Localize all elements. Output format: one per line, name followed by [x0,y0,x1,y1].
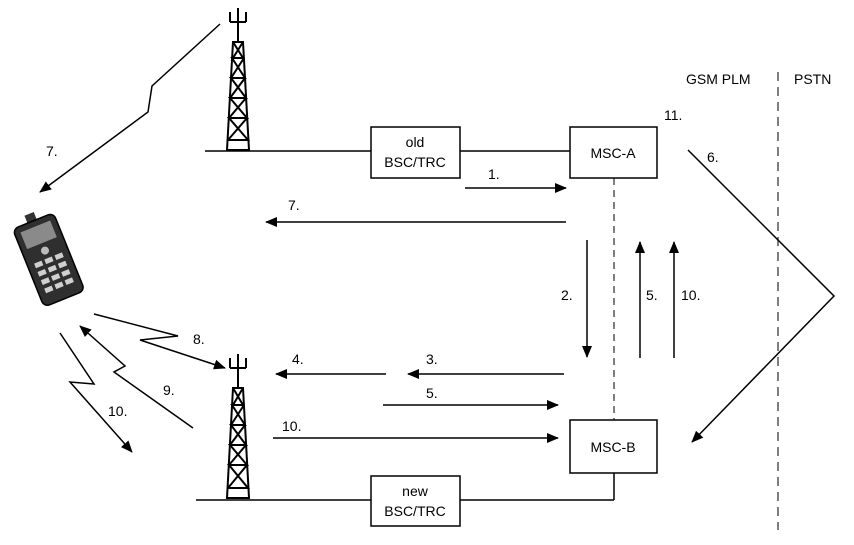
step-label-11: 11. [664,107,682,123]
mobile-phone-icon [13,211,84,306]
step-label-10: 10. [282,418,301,434]
old-bsc-label: old [406,134,425,150]
step-label-6: 6. [707,149,719,165]
radio-arrow-9 [79,325,194,429]
step-label-5: 5. [646,287,658,303]
step-label-4: 4. [292,351,304,367]
antenna-tower-icon [225,8,251,151]
old-bsc-label: BSC/TRC [384,154,445,170]
radio-arrow-10 [59,332,133,453]
step-label-1: 1. [488,166,500,182]
msc-b-label: MSC-B [590,439,635,455]
step-label-7: 7. [288,197,300,213]
arrow-step-6 [687,149,836,443]
step-label-8: 8. [193,331,205,347]
old-bsc-box [370,126,461,179]
antenna-tower-icon [225,354,251,499]
radio-arrow-7 [39,23,221,193]
new-bsc-box [370,475,461,527]
region-label-gsm: GSM PLM [686,71,751,87]
msc-a-box [569,126,658,179]
step-label-10: 10. [681,287,700,303]
step-label-2: 2. [561,287,573,303]
new-bsc-label: BSC/TRC [384,503,445,519]
new-bsc-label: new [402,483,429,499]
radio-arrow-8 [93,313,226,370]
step-label-3: 3. [426,351,438,367]
step-label-10: 10. [108,403,127,419]
msc-a-label: MSC-A [590,145,636,161]
step-label-5: 5. [426,385,438,401]
step-label-9: 9. [163,382,175,398]
region-label-pstn: PSTN [794,71,831,87]
msc-b-box [569,419,658,474]
step-label-7: 7. [46,143,58,159]
